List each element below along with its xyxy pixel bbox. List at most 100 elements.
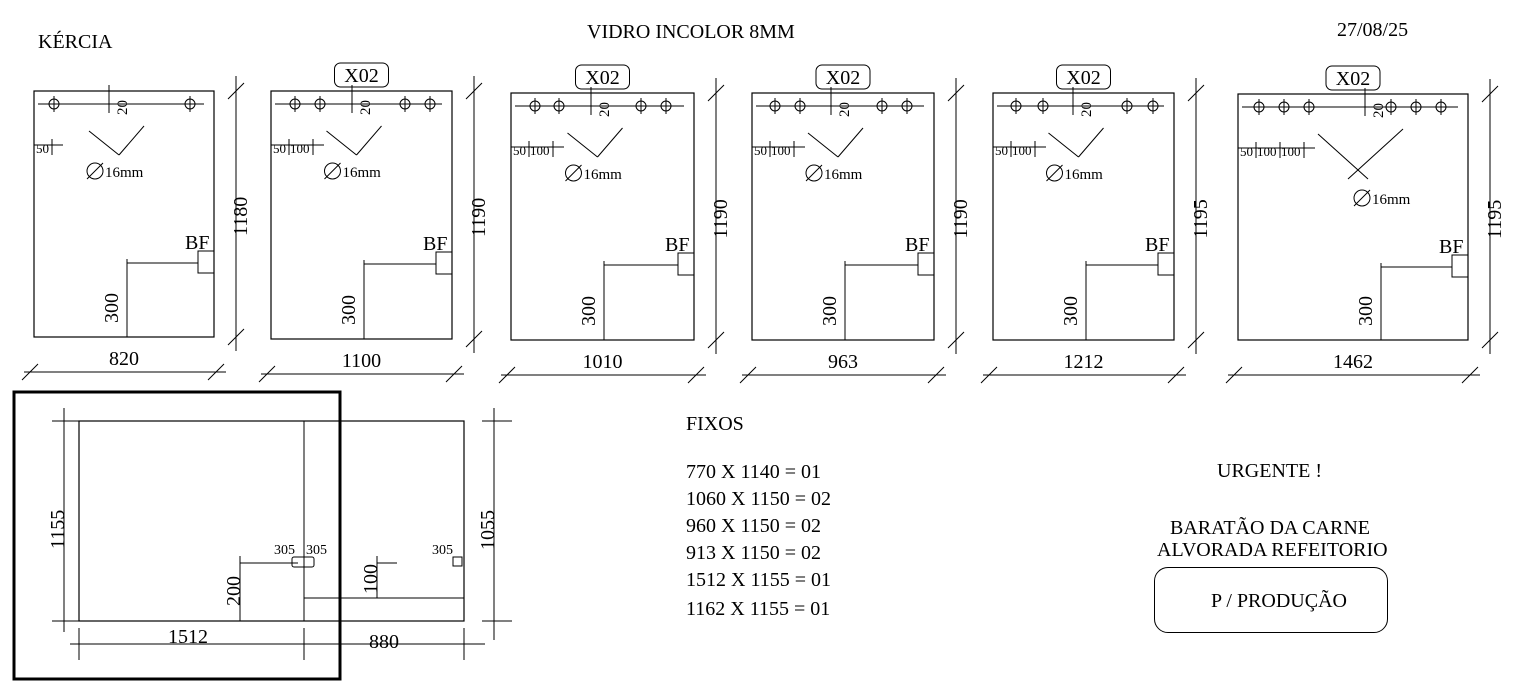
width-dimension-tick: [21, 363, 39, 381]
glass-panel-5: X02: [992, 64, 1175, 341]
width-dimension-tick: [498, 366, 516, 384]
diameter-symbol-icon: [86, 162, 104, 180]
height-dimension-tick: [465, 330, 483, 348]
width-dimension-tick: [1225, 366, 1243, 384]
glass-panel-6: X02: [1237, 65, 1469, 341]
customer-location: ALVORADA REFEITORIO: [1157, 539, 1388, 561]
diameter-symbol-icon: [805, 164, 823, 182]
fixos-item: 1512 X 1155 = 01: [686, 569, 831, 591]
height-dimension-tick: [1481, 85, 1499, 103]
quantity-badge: [334, 62, 389, 88]
offset-305-label: 305: [432, 543, 453, 558]
center-offset-label: 20: [1371, 103, 1387, 118]
hole-diameter-label: 16mm: [1372, 192, 1411, 208]
diameter-slash: [1046, 164, 1063, 182]
height-dimension-tick: [707, 331, 725, 349]
fitting-mark: [291, 556, 315, 568]
panel-outline: [751, 92, 935, 341]
leader-line: [356, 125, 382, 156]
panel-outline: [510, 92, 695, 341]
bf-fitting-mark: [1451, 254, 1469, 278]
diameter-slash: [86, 162, 104, 180]
client-name: KÉRCIA: [38, 31, 113, 53]
bf-fitting-label: BF: [423, 233, 447, 255]
diameter-symbol-icon: [565, 164, 582, 182]
edge-offset-label: 50: [1240, 144, 1253, 159]
width-dimension-tick: [739, 366, 757, 384]
urgent-note: URGENTE !: [1217, 460, 1322, 482]
quantity-badge: [1056, 64, 1111, 90]
height-dimension-label: 1190: [468, 198, 490, 237]
quantity-label: X02: [826, 67, 860, 89]
bottom-offset-label: 300: [1060, 296, 1082, 326]
bf-fitting-mark: [917, 252, 935, 276]
offset-305-label: 305: [274, 543, 295, 558]
offset-305-label: 305: [306, 543, 327, 558]
bf-fitting-mark: [1157, 252, 1175, 276]
quantity-badge: [1325, 65, 1381, 91]
hole-diameter-label: 16mm: [824, 167, 863, 183]
material-title: VIDRO INCOLOR 8MM: [587, 21, 795, 43]
hole-diameter-label: 16mm: [1065, 167, 1104, 183]
height-dimension-label: 1195: [1484, 200, 1506, 239]
quantity-label: X02: [585, 67, 619, 89]
edge-offset-label: 100: [1281, 144, 1301, 159]
width-dimension-tick: [980, 366, 998, 384]
bf-fitting-mark: [435, 251, 453, 275]
hole-diameter-label: 16mm: [105, 165, 144, 181]
diameter-symbol-icon: [1046, 164, 1063, 182]
center-offset-label: 20: [358, 100, 374, 115]
hole-diameter-label: 16mm: [584, 167, 623, 183]
height-dimension-tick: [1481, 331, 1499, 349]
status-badge: P / PRODUÇÃO: [1154, 567, 1388, 633]
glass-panel-1: [33, 90, 215, 338]
height-dimension-tick: [1187, 331, 1205, 349]
edge-offset-label: 50: [273, 141, 286, 156]
bottom-offset-label: 300: [1355, 296, 1377, 326]
height-dimension-label: 1195: [1190, 199, 1212, 238]
hole-diameter-label: 16mm: [343, 165, 382, 181]
center-offset-label: 20: [837, 102, 853, 117]
height-dimension-tick: [1187, 84, 1205, 102]
height-dimension-tick: [947, 84, 965, 102]
height-dimension-tick: [227, 328, 245, 346]
height-dimension-tick: [947, 331, 965, 349]
bf-fitting-label: BF: [185, 232, 209, 254]
width-dimension-label: 820: [109, 348, 139, 370]
diameter-symbol-icon: [324, 162, 341, 180]
width-dimension-tick: [207, 363, 225, 381]
height-dimension-label: 1180: [230, 197, 252, 236]
quantity-badge: [575, 64, 630, 90]
edge-offset-label: 50: [36, 141, 49, 156]
edge-offset-label: 100: [290, 141, 310, 156]
diameter-slash: [565, 164, 582, 182]
height-dimension-label: 1190: [710, 199, 732, 238]
center-offset-label: 20: [115, 100, 131, 115]
fixos-title: FIXOS: [686, 413, 744, 435]
bf-fitting-label: BF: [1439, 236, 1463, 258]
quantity-badge: [815, 64, 871, 90]
width-dimension-tick: [258, 365, 276, 383]
width-dimension-tick: [927, 366, 945, 384]
edge-offset-label: 100: [771, 143, 791, 158]
width-dimension-label: 963: [828, 351, 858, 373]
width-dimension-tick: [1167, 366, 1185, 384]
height-dimension-tick: [707, 84, 725, 102]
bf-fitting-mark: [197, 250, 215, 274]
bf-fitting-label: BF: [1145, 234, 1169, 256]
bottom-offset-label: 300: [578, 296, 600, 326]
glass-panel-3: X02: [510, 64, 695, 341]
leader-line: [1048, 132, 1079, 158]
height-dimension-label: 1055: [477, 510, 499, 550]
width-dimension-label: 1212: [1064, 351, 1104, 373]
leader-line: [837, 127, 864, 158]
fixed-panel-outline: [78, 420, 465, 622]
edge-offset-label: 50: [995, 143, 1008, 158]
selection-frame: [12, 390, 342, 681]
leader-line: [118, 125, 145, 156]
status-text: P / PRODUÇÃO: [1211, 590, 1347, 612]
diameter-slash: [805, 164, 823, 182]
fixos-item: 1060 X 1150 = 02: [686, 488, 831, 510]
glass-panel-4: X02: [751, 64, 935, 341]
